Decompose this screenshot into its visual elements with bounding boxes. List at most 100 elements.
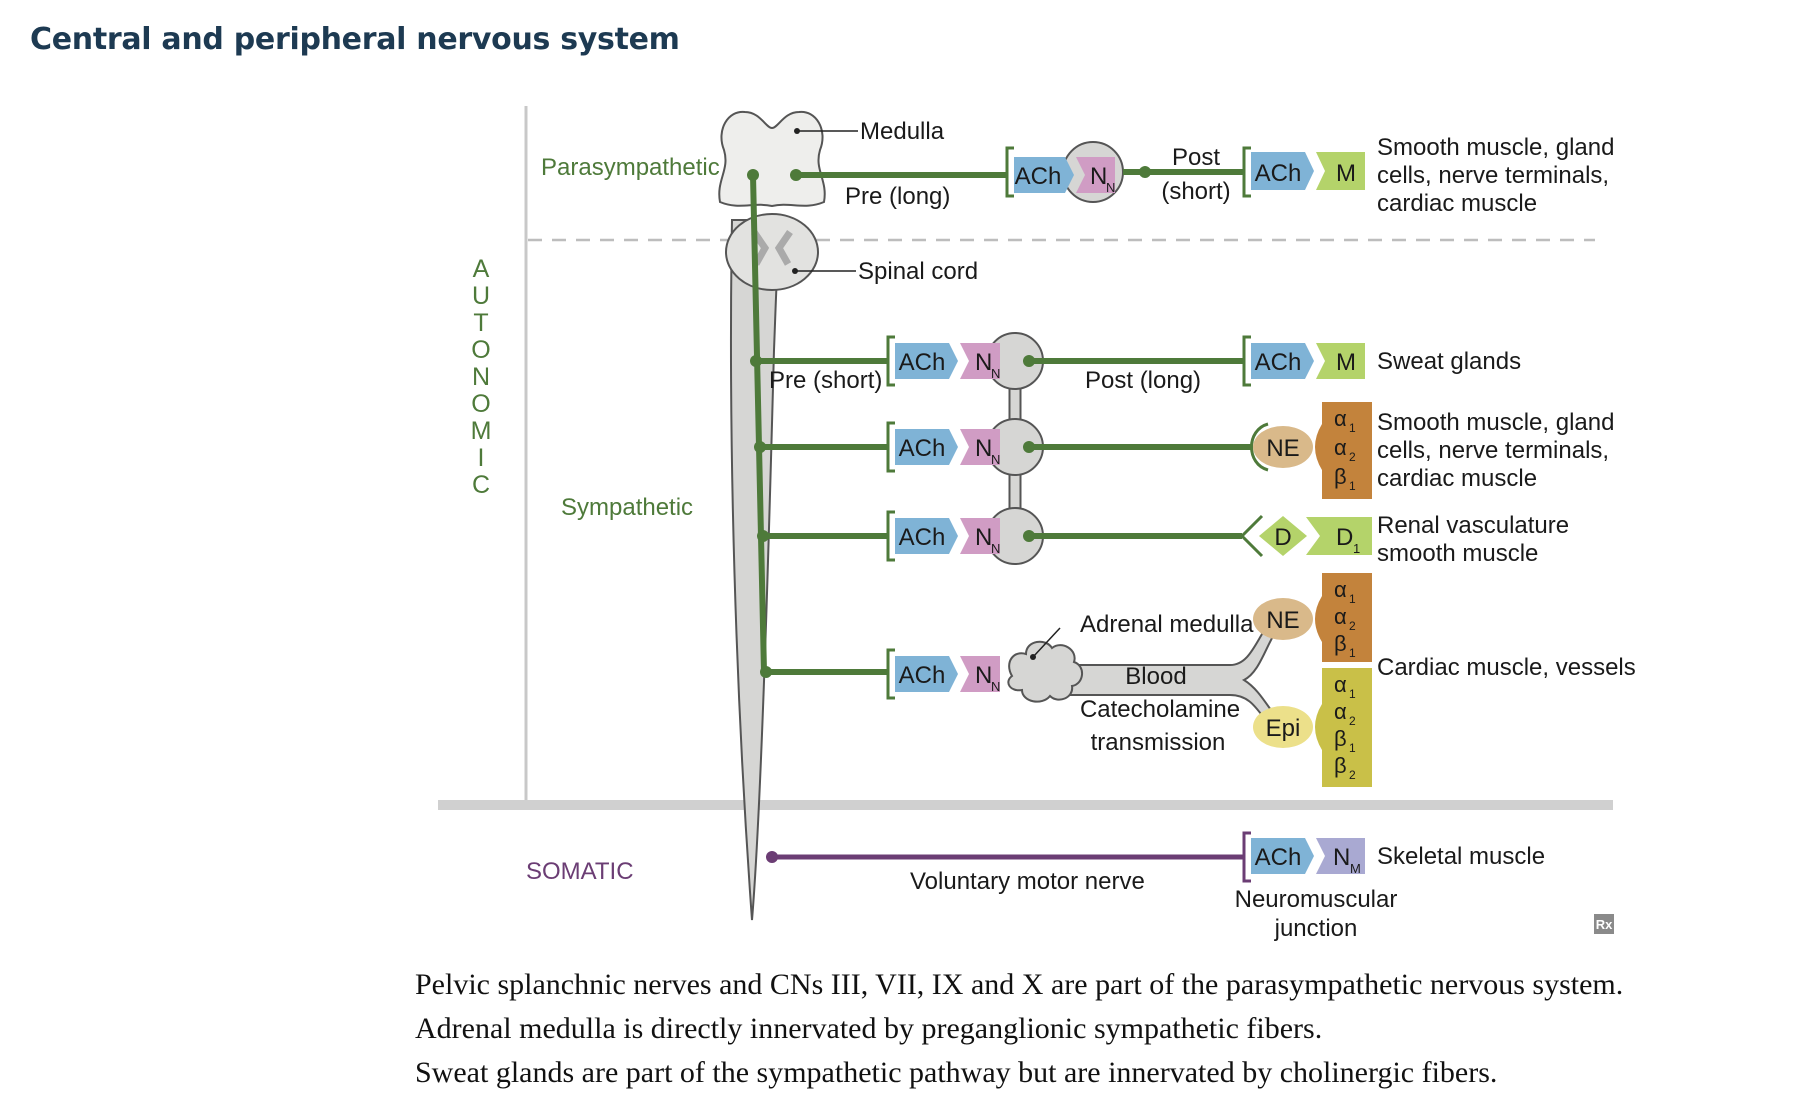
svg-text:β: β	[1334, 753, 1347, 778]
autonomic-trunk	[750, 172, 767, 675]
d1-receptor	[1306, 517, 1372, 555]
spinal-cord-label: Spinal cord	[858, 258, 978, 285]
epi-tag	[1253, 706, 1313, 748]
svg-text:1: 1	[1349, 741, 1356, 755]
sweat-glands-label: Sweat glands	[1377, 348, 1521, 375]
medulla-label: Medulla	[860, 118, 945, 145]
caption-line: Adrenal medulla is directly innervated b…	[415, 1012, 1323, 1045]
svg-text:M: M	[1336, 160, 1356, 187]
adrenal-medulla-label: Adrenal medulla	[1080, 611, 1254, 638]
svg-text:N: N	[991, 541, 1000, 556]
svg-text:α: α	[1334, 672, 1347, 697]
svg-text:N: N	[472, 363, 490, 391]
ach-tag	[895, 343, 958, 379]
svg-text:1: 1	[1349, 479, 1356, 493]
parasympathetic-label: Parasympathetic	[541, 154, 720, 181]
autonomic-somatic-divider	[438, 800, 1613, 810]
svg-text:N: N	[975, 435, 992, 462]
post-label: Post	[1172, 144, 1220, 171]
svg-text:2: 2	[1349, 768, 1356, 782]
spinal-cord-shape	[729, 219, 784, 921]
svg-text:U: U	[472, 282, 490, 310]
svg-text:O: O	[471, 390, 490, 418]
transmission-label: transmission	[1091, 729, 1226, 756]
neuromuscular-label: Neuromuscular	[1235, 886, 1398, 913]
gray-matter-shape	[751, 230, 793, 266]
svg-text:A: A	[473, 255, 490, 283]
svg-text:β: β	[1334, 631, 1347, 656]
skeletal-muscle-label: Skeletal muscle	[1377, 843, 1545, 870]
svg-text:Smooth muscle, gland: Smooth muscle, gland	[1377, 409, 1614, 436]
svg-text:N: N	[1106, 180, 1115, 195]
ach-tag	[1251, 838, 1314, 874]
autonomic-label: A U T O N O M I C	[471, 255, 492, 499]
svg-text:M: M	[1350, 861, 1361, 876]
svg-text:2: 2	[1349, 450, 1356, 464]
rx-watermark-icon	[1594, 914, 1614, 934]
adrenal-medulla-leader	[1032, 627, 1061, 658]
svg-text:D: D	[1336, 524, 1353, 551]
cardiac-target-label: Cardiac muscle, vessels	[1377, 654, 1636, 681]
ach-tag	[1251, 343, 1314, 379]
svg-text:β: β	[1334, 726, 1347, 751]
ach-tag	[895, 656, 958, 692]
svg-text:NE: NE	[1266, 607, 1299, 634]
post-long-label: Post (long)	[1085, 367, 1201, 394]
para-target-label: Smooth muscle, gland cells, nerve termin…	[1377, 134, 1614, 217]
junction-label: junction	[1274, 915, 1358, 942]
svg-text:C: C	[472, 471, 490, 499]
voluntary-motor-nerve-label: Voluntary motor nerve	[910, 868, 1145, 895]
svg-text:M: M	[471, 417, 492, 445]
catecholamine-label: Catecholamine	[1080, 696, 1240, 723]
caption-line: Pelvic splanchnic nerves and CNs III, VI…	[415, 968, 1624, 1001]
svg-text:ACh: ACh	[1015, 163, 1062, 190]
svg-text:cells, nerve terminals,: cells, nerve terminals,	[1377, 162, 1609, 189]
nn-receptor	[960, 343, 1000, 379]
svg-text:α: α	[1334, 699, 1347, 724]
short-label: (short)	[1161, 178, 1230, 205]
spinal-cord-cross-section	[725, 213, 819, 291]
svg-text:β: β	[1334, 464, 1347, 489]
svg-text:α: α	[1334, 406, 1347, 431]
ach-tag	[1014, 157, 1074, 193]
svg-text:NE: NE	[1266, 435, 1299, 462]
svg-text:smooth muscle: smooth muscle	[1377, 540, 1538, 567]
svg-text:N: N	[975, 662, 992, 689]
adrenergic-receptors	[1315, 402, 1372, 499]
pre-long-label: Pre (long)	[845, 183, 950, 210]
svg-text:N: N	[991, 679, 1000, 694]
nn-receptor	[960, 656, 1000, 692]
svg-text:ACh: ACh	[1255, 349, 1302, 376]
pre-short-label: Pre (short)	[769, 367, 882, 394]
svg-text:α: α	[1334, 604, 1347, 629]
svg-text:2: 2	[1349, 714, 1356, 728]
svg-text:1: 1	[1353, 541, 1360, 556]
muscarinic-receptor	[1316, 152, 1365, 190]
ach-tag	[895, 518, 958, 554]
svg-text:N: N	[1090, 163, 1107, 190]
svg-text:T: T	[473, 309, 488, 337]
ach-tag	[1251, 152, 1314, 190]
adrenergic-receptors	[1315, 573, 1372, 662]
svg-text:I: I	[478, 444, 485, 472]
svg-text:Epi: Epi	[1266, 715, 1301, 742]
svg-text:α: α	[1334, 577, 1347, 602]
muscarinic-receptor	[1316, 343, 1365, 379]
svg-text:N: N	[1333, 844, 1350, 871]
nervous-system-diagram: A U T O N O M I C Parasympathetic Sympat…	[438, 106, 1636, 942]
nn-receptor	[960, 429, 1000, 465]
svg-text:cardiac muscle: cardiac muscle	[1377, 190, 1537, 217]
svg-text:1: 1	[1349, 592, 1356, 606]
somatic-label: SOMATIC	[526, 858, 634, 885]
svg-text:ACh: ACh	[1255, 160, 1302, 187]
nn-receptor	[1076, 157, 1115, 193]
svg-text:1: 1	[1349, 421, 1356, 435]
svg-text:D: D	[1274, 524, 1291, 551]
svg-text:N: N	[991, 452, 1000, 467]
svg-text:Smooth muscle, gland: Smooth muscle, gland	[1377, 134, 1614, 161]
svg-text:cardiac muscle: cardiac muscle	[1377, 465, 1537, 492]
renal-target-label: Renal vasculature smooth muscle	[1377, 512, 1569, 567]
svg-text:α: α	[1334, 435, 1347, 460]
svg-text:ACh: ACh	[1255, 844, 1302, 871]
svg-text:ACh: ACh	[899, 435, 946, 462]
